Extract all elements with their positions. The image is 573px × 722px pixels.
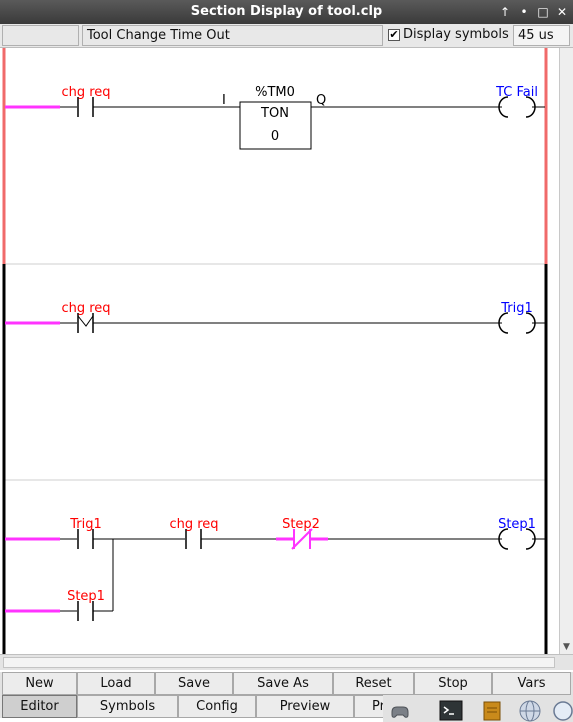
config-button[interactable]: Config [178,695,256,718]
window-title: Section Display of tool.clp [190,4,383,19]
display-symbols-label[interactable]: Display symbols [403,27,509,42]
section-name-field[interactable]: Tool Change Time Out [82,25,383,46]
vertical-scrollbar[interactable]: ▼ [559,48,573,654]
terminal-icon[interactable] [439,698,463,722]
maximize-button[interactable]: □ [537,5,549,19]
save-button[interactable]: Save [155,672,233,695]
rung-2[interactable]: chg req Trig1 [5,301,545,334]
display-symbols-checkbox[interactable]: ✔ [388,28,400,41]
contact-trig1[interactable] [77,529,94,549]
coil-tc-fail[interactable] [498,96,536,118]
contact-step1-branch[interactable] [77,601,94,621]
contact-chg-req[interactable] [77,97,94,117]
globe-icon[interactable] [518,698,542,722]
timer-type: TON [260,106,289,121]
contact-chg-req[interactable] [185,529,202,549]
rung-3[interactable]: Trig1 chg req Step2 [5,517,545,621]
contact-label: chg req [61,301,110,316]
horizontal-scroll-track[interactable] [3,657,555,668]
scroll-down-arrow-icon[interactable]: ▼ [563,642,570,652]
contact-label: Step1 [67,589,105,604]
coil-trig1[interactable] [498,312,536,334]
close-button[interactable]: ✕ [556,5,568,19]
gamepad-icon[interactable] [388,698,412,722]
coil-label: Trig1 [500,301,533,316]
coil-step1[interactable] [498,528,536,550]
scan-time-field: 45 us [513,25,570,46]
ladder-diagram[interactable]: chg req %TM0 TON 0 I Q TC Fail [0,48,559,654]
coil-label: Step1 [498,517,536,532]
contact-label: Step2 [282,517,320,532]
section-info-bar: Tool Change Time Out ✔ Display symbols 4… [0,24,573,48]
contact-chg-req-edge[interactable] [77,313,94,333]
rung-1[interactable]: chg req %TM0 TON 0 I Q TC Fail [5,85,545,150]
timer-input-label: I [222,93,226,108]
notes-icon[interactable] [480,698,504,722]
main-toolbar: New Load Save Save As Reset Stop Vars [0,672,573,695]
contact-step2-nc[interactable] [276,528,328,550]
vars-button[interactable]: Vars [492,672,571,695]
section-number-field[interactable] [2,25,79,46]
keep-above-button[interactable]: ↑ [499,5,511,19]
timer-name: %TM0 [255,85,295,100]
timer-value: 0 [271,129,279,144]
timer-block-ton[interactable]: %TM0 TON 0 [239,85,312,150]
save-as-button[interactable]: Save As [233,672,333,695]
taskbar-tray [383,695,573,722]
preview-button[interactable]: Preview [256,695,354,718]
minimize-button[interactable]: • [520,5,528,19]
search-icon[interactable] [549,698,573,722]
horizontal-scrollbar[interactable] [0,654,573,670]
contact-label: Trig1 [69,517,102,532]
reset-button[interactable]: Reset [333,672,414,695]
editor-button[interactable]: Editor [2,695,77,718]
coil-label: TC Fail [495,85,538,100]
contact-label: chg req [169,517,218,532]
stop-button[interactable]: Stop [414,672,492,695]
title-bar[interactable]: Section Display of tool.clp ↑ • □ ✕ [0,0,573,24]
load-button[interactable]: Load [77,672,155,695]
new-button[interactable]: New [2,672,77,695]
timer-output-label: Q [316,93,326,108]
symbols-button[interactable]: Symbols [77,695,178,718]
contact-label: chg req [61,85,110,100]
